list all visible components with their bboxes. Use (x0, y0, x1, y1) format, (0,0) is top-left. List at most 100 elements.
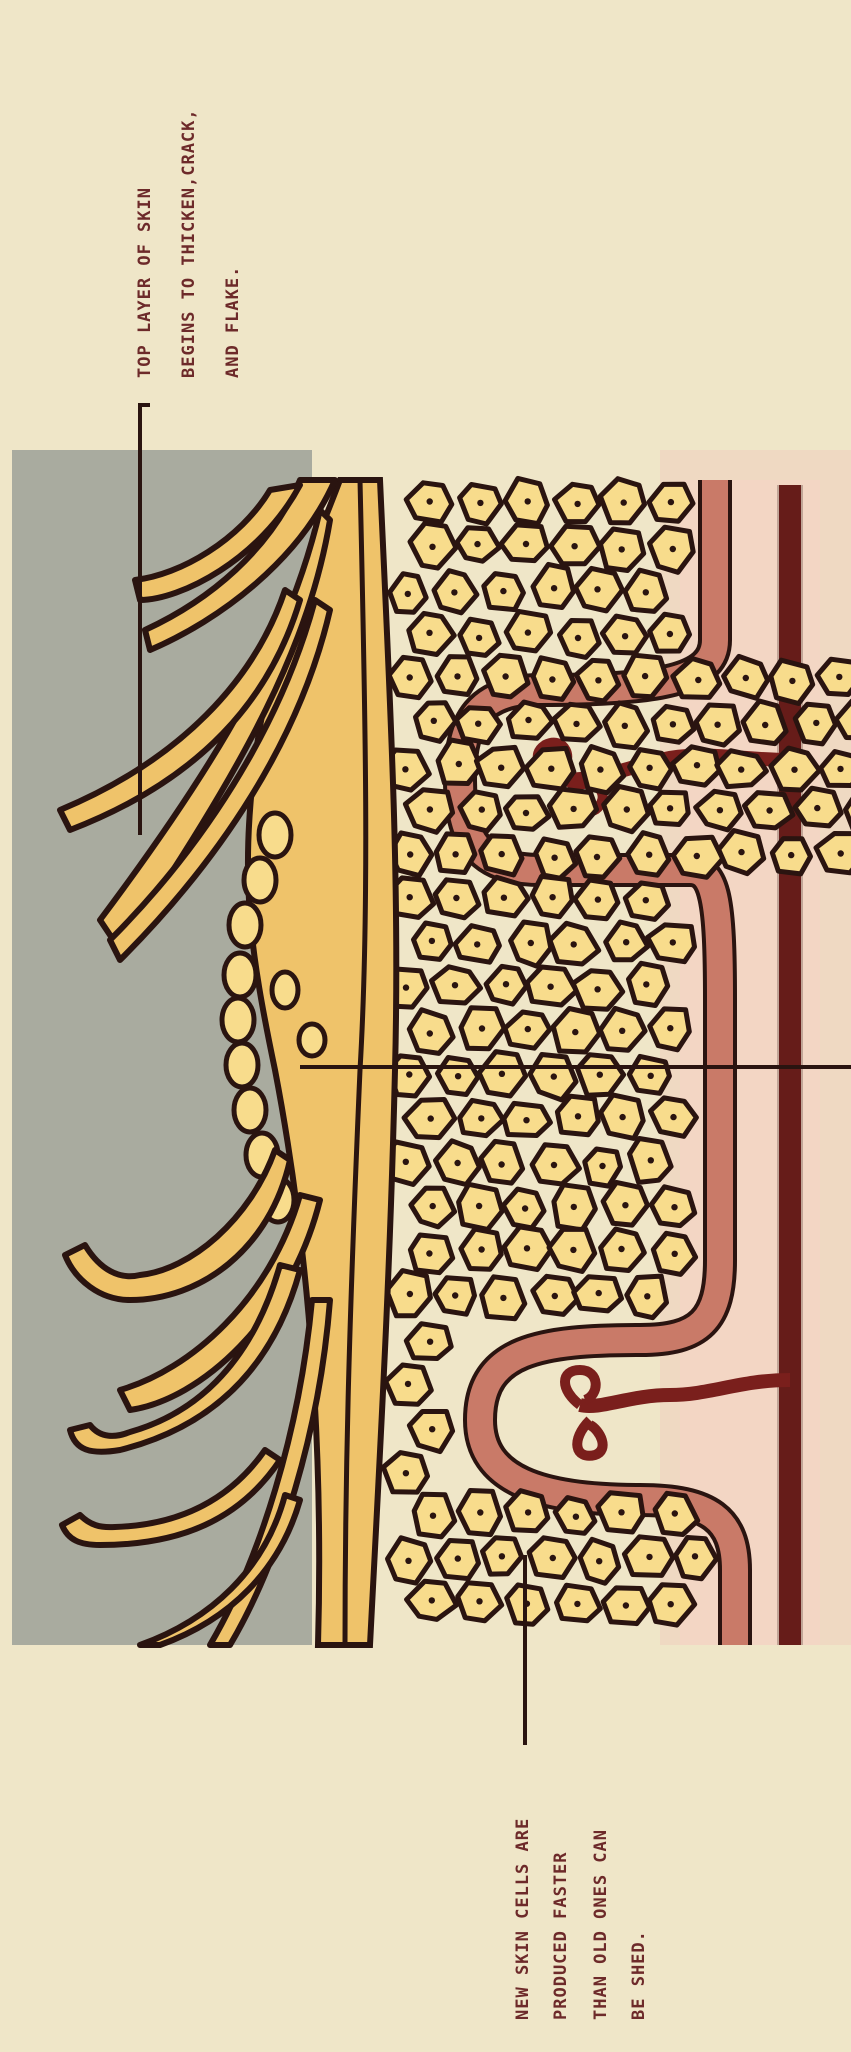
cell-nucleus (429, 1597, 435, 1603)
cell-nucleus (452, 1292, 458, 1298)
cell-nucleus (525, 717, 531, 723)
cell-nucleus (426, 1250, 432, 1256)
cell-nucleus (738, 766, 744, 772)
cell-nucleus (646, 852, 652, 858)
cell-nucleus (525, 498, 531, 504)
cell-nucleus (672, 1510, 678, 1516)
cell-nucleus (452, 851, 458, 857)
cell-nucleus (498, 765, 504, 771)
cell-nucleus (426, 630, 432, 636)
cell-nucleus (619, 1028, 625, 1034)
cell-nucleus (648, 1157, 654, 1163)
cell-nucleus (595, 896, 601, 902)
cell-nucleus (525, 1026, 531, 1032)
cell-nucleus (643, 589, 649, 595)
caption-bottom-line-2: PRODUCED FASTER (551, 1851, 571, 2020)
cell-nucleus (405, 1558, 411, 1564)
cell-nucleus (667, 1025, 673, 1031)
cell-nucleus (619, 1114, 625, 1120)
cell-nucleus (814, 805, 820, 811)
cell-nucleus (791, 767, 797, 773)
cell-nucleus (573, 1514, 579, 1520)
caption-top: TOP LAYER OF SKIN BEGINS TO THICKEN,CRAC… (135, 108, 243, 378)
cell-nucleus (524, 1245, 530, 1251)
caption-bottom: NEW SKIN CELLS ARE PRODUCED FASTER THAN … (513, 1818, 649, 2020)
cell-nucleus (522, 1205, 528, 1211)
cell-nucleus (789, 678, 795, 684)
cell-nucleus (455, 1555, 461, 1561)
cell-nucleus (594, 854, 600, 860)
cell-nucleus (479, 806, 485, 812)
cell-nucleus (667, 631, 673, 637)
caption-bottom-line-4: BE SHED. (629, 1930, 649, 2020)
cell-nucleus (695, 677, 701, 683)
cell-nucleus (428, 1115, 434, 1121)
caption-top-line-3: AND FLAKE. (223, 266, 243, 378)
cell-nucleus (475, 721, 481, 727)
cell-nucleus (431, 718, 437, 724)
cell-nucleus (551, 1073, 557, 1079)
cell-nucleus (668, 499, 674, 505)
cell-nucleus (670, 939, 676, 945)
cell-nucleus (594, 586, 600, 592)
cell-nucleus (644, 1293, 650, 1299)
cell-nucleus (646, 1554, 652, 1560)
cell-nucleus (525, 1509, 531, 1515)
capillary-coil-bottom (565, 1370, 603, 1456)
cell-nucleus (453, 895, 459, 901)
cell-nucleus (523, 1117, 529, 1123)
cell-nucleus (619, 546, 625, 552)
cell-nucleus (477, 500, 483, 506)
cell-nucleus (692, 1553, 698, 1559)
cell-nucleus (403, 984, 409, 990)
cell-nucleus (551, 585, 557, 591)
cell-nucleus (575, 635, 581, 641)
cell-nucleus (594, 986, 600, 992)
cell-nucleus (668, 1601, 674, 1607)
cell-nucleus (403, 1470, 409, 1476)
cell-nucleus (570, 1247, 576, 1253)
cell-nucleus (476, 1203, 482, 1209)
caption-top-line-1: TOP LAYER OF SKIN (135, 187, 155, 378)
cell-nucleus (714, 722, 720, 728)
cell-nucleus (407, 894, 413, 900)
cell-nucleus (429, 1426, 435, 1432)
cell-nucleus (646, 765, 652, 771)
cell-nucleus (478, 1246, 484, 1252)
cell-nucleus (671, 1204, 677, 1210)
cell-nucleus (622, 633, 628, 639)
cell-nucleus (499, 1071, 505, 1077)
cell-nucleus (477, 1509, 483, 1515)
cell-nucleus (596, 1290, 602, 1296)
cell-nucleus (454, 673, 460, 679)
cell-nucleus (407, 1291, 413, 1297)
cell-nucleus (500, 1295, 506, 1301)
cell-nucleus (572, 1029, 578, 1035)
cell-nucleus (599, 1163, 605, 1169)
cell-nucleus (548, 766, 554, 772)
cell-nucleus (667, 805, 673, 811)
cell-nucleus (523, 810, 529, 816)
cell-nucleus (402, 766, 408, 772)
cell-nucleus (642, 673, 648, 679)
cell-nucleus (622, 1202, 628, 1208)
cell-nucleus (551, 855, 557, 861)
cell-nucleus (476, 1598, 482, 1604)
cell-nucleus (452, 982, 458, 988)
cell-nucleus (836, 674, 842, 680)
cell-nucleus (478, 1115, 484, 1121)
cell-nucleus (549, 894, 555, 900)
cell-nucleus (596, 1558, 602, 1564)
cell-nucleus (430, 1203, 436, 1209)
cell-nucleus (623, 939, 629, 945)
cell-nucleus (500, 588, 506, 594)
cell-nucleus (451, 589, 457, 595)
cell-nucleus (595, 677, 601, 683)
cell-nucleus (549, 676, 555, 682)
cell-nucleus (670, 1114, 676, 1120)
cell-nucleus (427, 1339, 433, 1345)
cell-nucleus (738, 849, 744, 855)
cell-nucleus (547, 984, 553, 990)
cell-nucleus (523, 541, 529, 547)
